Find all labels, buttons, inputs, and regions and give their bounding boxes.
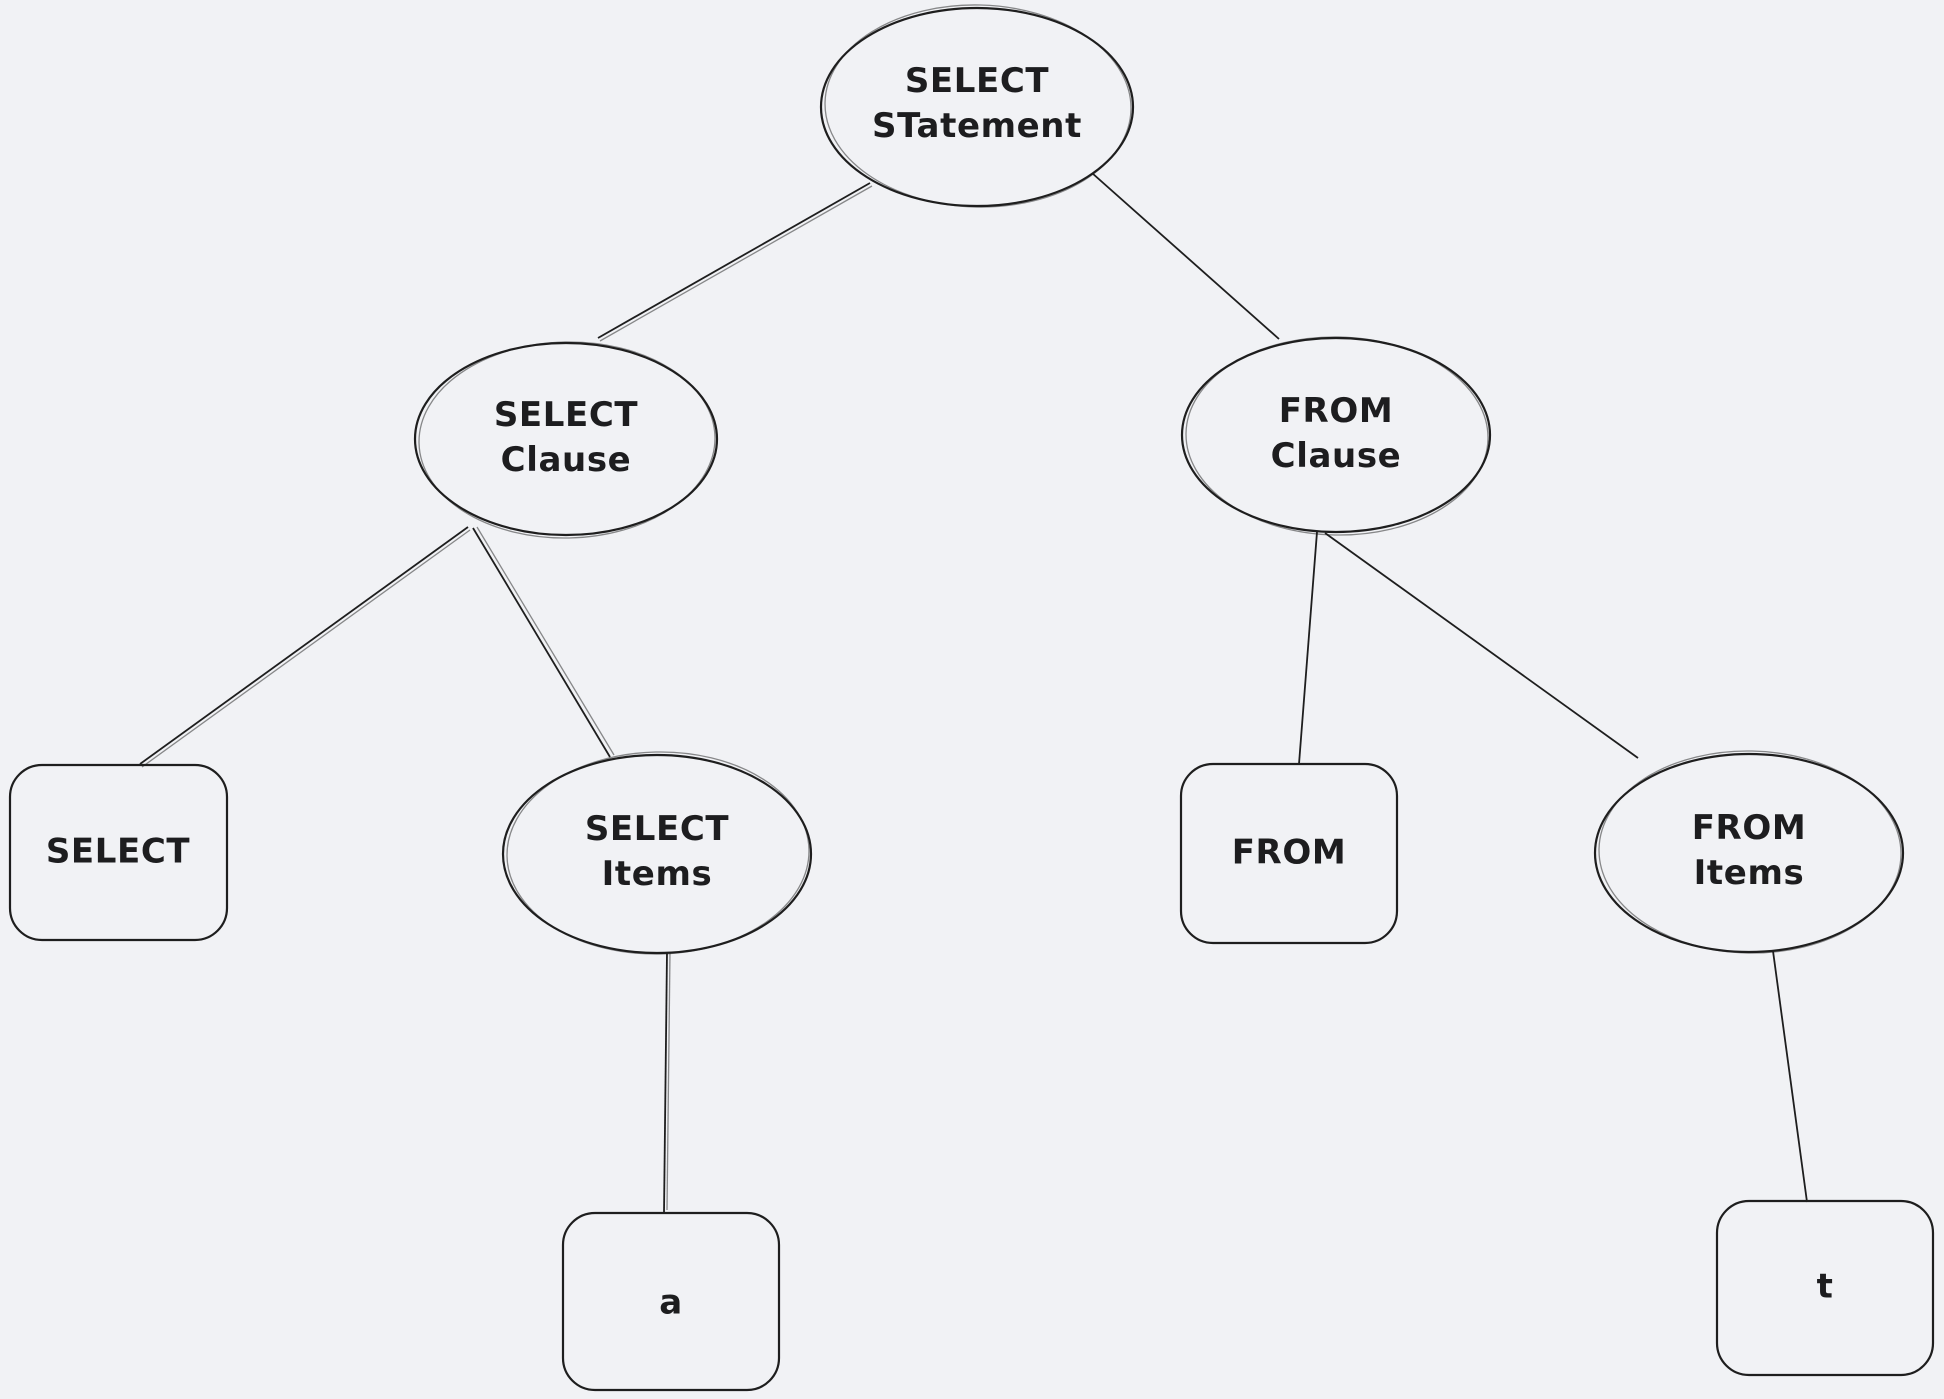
edge-select-items-to-item-a-sketch — [666, 951, 671, 1211]
node-item-a-shape[interactable] — [561, 1211, 781, 1392]
node-select-statement-shape-sketch — [824, 4, 1132, 208]
node-layer — [8, 4, 1935, 1392]
edge-select-statement-to-select-clause[interactable] — [597, 182, 871, 339]
node-from-items-shape[interactable] — [1593, 752, 1905, 954]
edge-from-clause-to-from-keyword[interactable] — [1298, 531, 1318, 765]
edge-select-clause-to-select-keyword-sketch — [141, 529, 471, 768]
edge-select-statement-to-from-clause[interactable] — [1091, 172, 1280, 340]
edge-from-items-to-item-t[interactable] — [1772, 950, 1808, 1203]
node-select-keyword-shape[interactable] — [8, 763, 229, 942]
edge-select-clause-to-select-items[interactable] — [472, 527, 611, 758]
edge-layer — [139, 172, 1808, 1214]
edge-select-clause-to-select-keyword[interactable] — [139, 526, 469, 765]
edge-select-items-to-item-a[interactable] — [663, 951, 668, 1214]
edge-select-clause-to-select-items-sketch — [476, 526, 615, 756]
node-select-clause-shape-sketch — [418, 341, 716, 539]
node-select-clause-shape[interactable] — [413, 341, 719, 537]
node-select-items-shape[interactable] — [501, 753, 813, 955]
node-from-clause-shape-sketch — [1185, 336, 1489, 536]
node-from-clause-shape[interactable] — [1180, 336, 1492, 534]
node-item-t-shape[interactable] — [1715, 1199, 1935, 1377]
edge-from-clause-to-from-items[interactable] — [1324, 532, 1639, 759]
node-select-statement-shape[interactable] — [819, 6, 1135, 208]
node-from-keyword-shape[interactable] — [1179, 762, 1399, 945]
node-from-items-shape-sketch — [1598, 750, 1902, 954]
node-select-items-shape-sketch — [506, 751, 810, 955]
edge-select-statement-to-select-clause-sketch — [599, 185, 873, 342]
